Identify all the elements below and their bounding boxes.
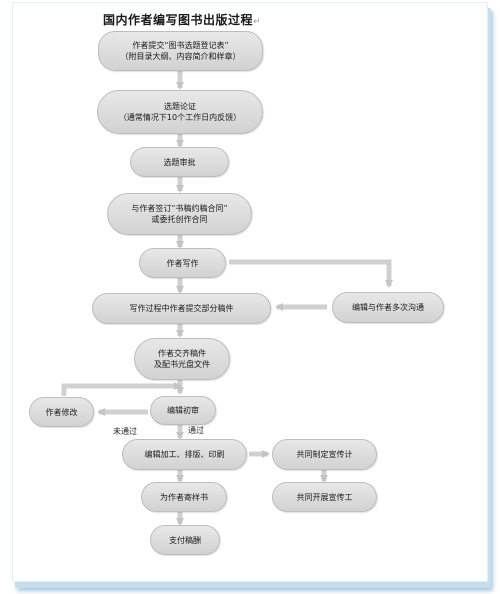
- node-submit-topic: 作者提交“图书选题登记表” （附目录大纲、内容简介和样章）: [98, 31, 263, 71]
- node-topic-review: 选题论证 （通常情况下10个工作日内反馈）: [97, 90, 263, 134]
- node-author-revision: 作者修改: [29, 397, 94, 427]
- arrow-writing-to-communication: [229, 259, 393, 288]
- diagram-title: 国内作者编写图书出版过程↵: [103, 13, 262, 27]
- label-not-passed: 未通过: [113, 427, 137, 436]
- node-editing-printing: 编辑加工、排版、印刷: [122, 439, 247, 470]
- node-publicity-work: 共同开展宣传工: [272, 482, 377, 512]
- label-passed: 通过: [188, 426, 204, 435]
- node-editor-communication: 编辑与作者多次沟通: [332, 292, 444, 323]
- arrow-revision-loop: [61, 382, 182, 396]
- node-publicity-plan: 共同制定宣传计: [272, 439, 377, 470]
- node-sign-contract: 与作者签订“书稿约稿合同” 或委托创作合同: [107, 193, 252, 235]
- node-topic-approval: 选题审批: [130, 147, 229, 177]
- node-first-review: 编辑初审: [150, 396, 216, 425]
- node-submit-partial: 写作过程中作者提交部分稿件: [92, 293, 271, 324]
- node-pay-royalty: 支付稿酬: [150, 525, 220, 555]
- node-author-writing: 作者写作: [139, 248, 226, 278]
- node-submit-full: 作者交齐稿件 及配书光盘文件: [134, 338, 230, 380]
- node-send-samples: 为作者寄样书: [141, 482, 227, 512]
